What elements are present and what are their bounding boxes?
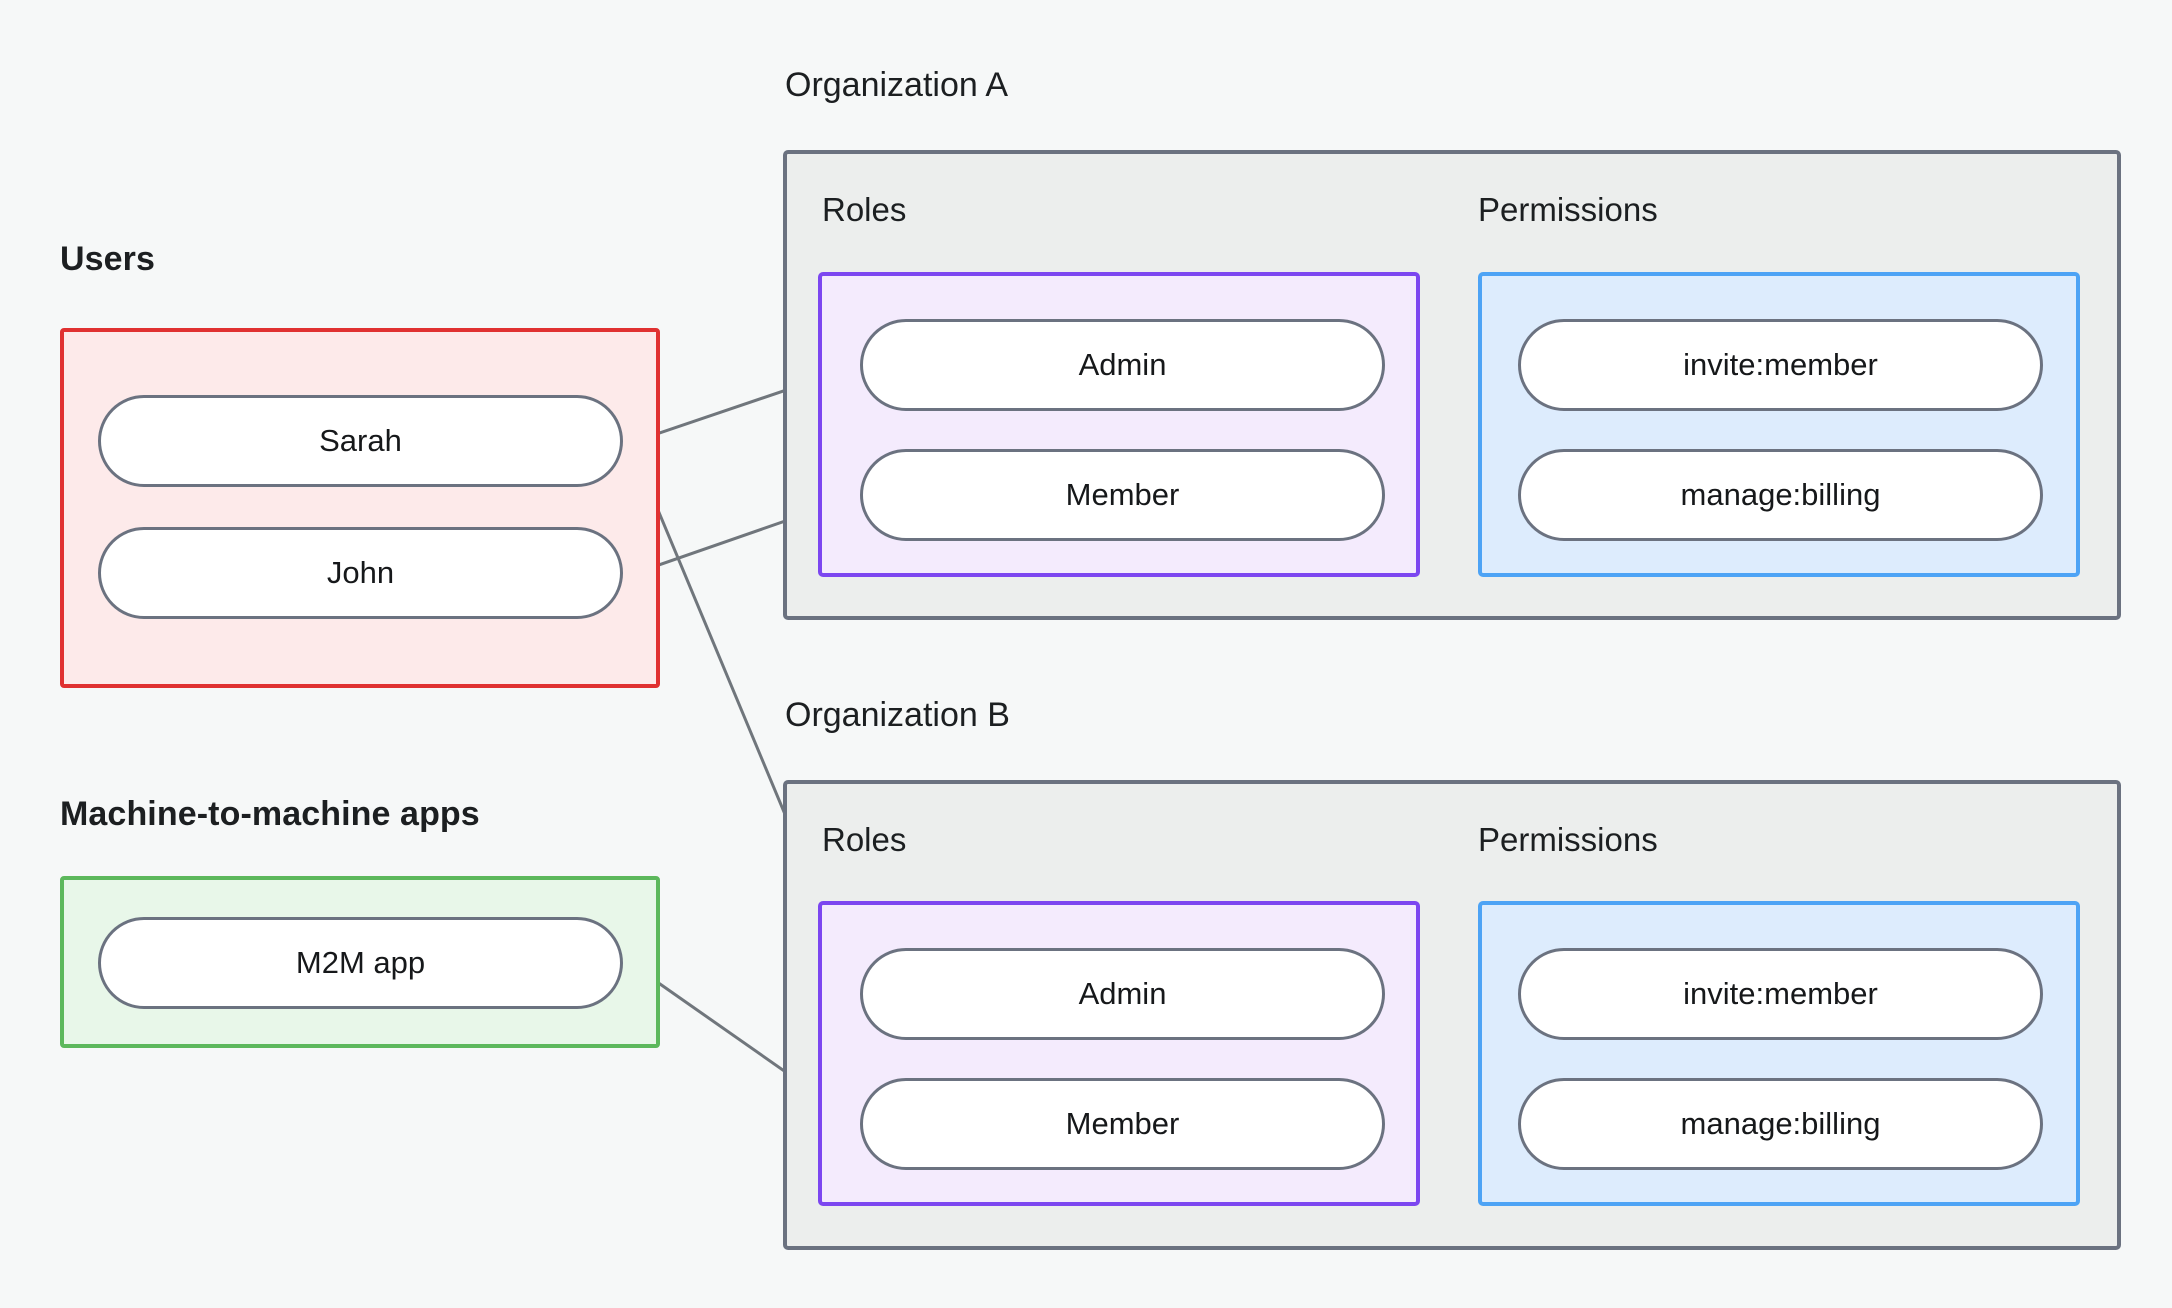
node-user-john[interactable]: John <box>98 527 623 619</box>
node-org-b-role-member[interactable]: Member <box>860 1078 1385 1170</box>
node-label: John <box>326 555 395 590</box>
users-group-title: Users <box>60 240 156 278</box>
node-label: invite:member <box>1683 347 1878 382</box>
node-user-sarah[interactable]: Sarah <box>98 395 623 487</box>
node-label: Admin <box>1078 347 1167 382</box>
node-org-a-permission-manage-billing[interactable]: manage:billing <box>1518 449 2043 541</box>
org-a-roles-title: Roles <box>822 191 907 228</box>
node-org-a-role-member[interactable]: Member <box>860 449 1385 541</box>
node-org-b-permission-invite-member[interactable]: invite:member <box>1518 948 2043 1040</box>
node-org-b-role-admin[interactable]: Admin <box>860 948 1385 1040</box>
users-container <box>60 328 660 688</box>
node-label: Member <box>1065 1106 1180 1141</box>
m2m-group-title: Machine-to-machine apps <box>60 795 480 833</box>
org-b-title: Organization B <box>785 696 1010 734</box>
node-label: Member <box>1065 477 1180 512</box>
org-a-title: Organization A <box>785 66 1009 104</box>
node-m2m-app[interactable]: M2M app <box>98 917 623 1009</box>
node-org-b-permission-manage-billing[interactable]: manage:billing <box>1518 1078 2043 1170</box>
node-org-a-permission-invite-member[interactable]: invite:member <box>1518 319 2043 411</box>
org-a-permissions-title: Permissions <box>1478 191 1658 228</box>
org-b-permissions-title: Permissions <box>1478 821 1658 858</box>
node-label: Admin <box>1078 976 1167 1011</box>
node-label: manage:billing <box>1680 1106 1881 1141</box>
node-label: invite:member <box>1683 976 1878 1011</box>
node-label: manage:billing <box>1680 477 1881 512</box>
node-label: Sarah <box>319 423 402 458</box>
org-b-roles-title: Roles <box>822 821 907 858</box>
node-label: M2M app <box>295 945 426 980</box>
node-org-a-role-admin[interactable]: Admin <box>860 319 1385 411</box>
